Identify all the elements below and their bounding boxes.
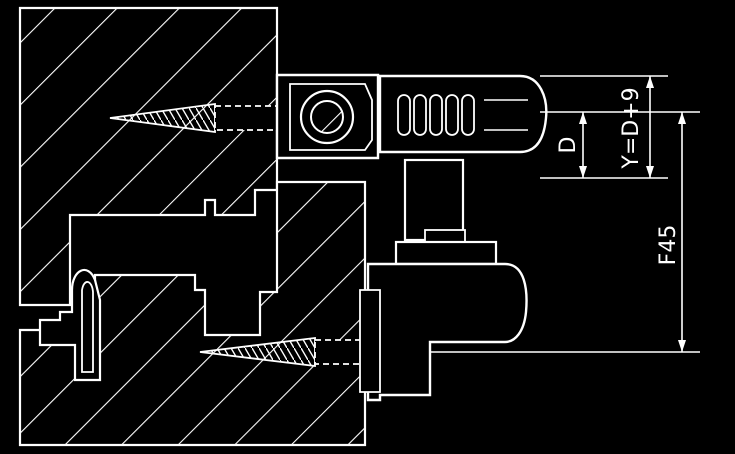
cam-housing [275, 73, 380, 160]
clip-body [378, 74, 548, 154]
cabinet-side-panel [18, 6, 279, 307]
dimension-label-f: F45 [656, 225, 681, 266]
hinge-cup [359, 262, 528, 402]
mounting-plate [18, 180, 367, 447]
dimension-label-y: Y=D+9 [619, 87, 644, 169]
dimension-arrows [579, 76, 686, 352]
dimension-label-d: D [556, 137, 581, 154]
hinge-shaft [394, 158, 498, 266]
edge-profile [38, 268, 102, 382]
